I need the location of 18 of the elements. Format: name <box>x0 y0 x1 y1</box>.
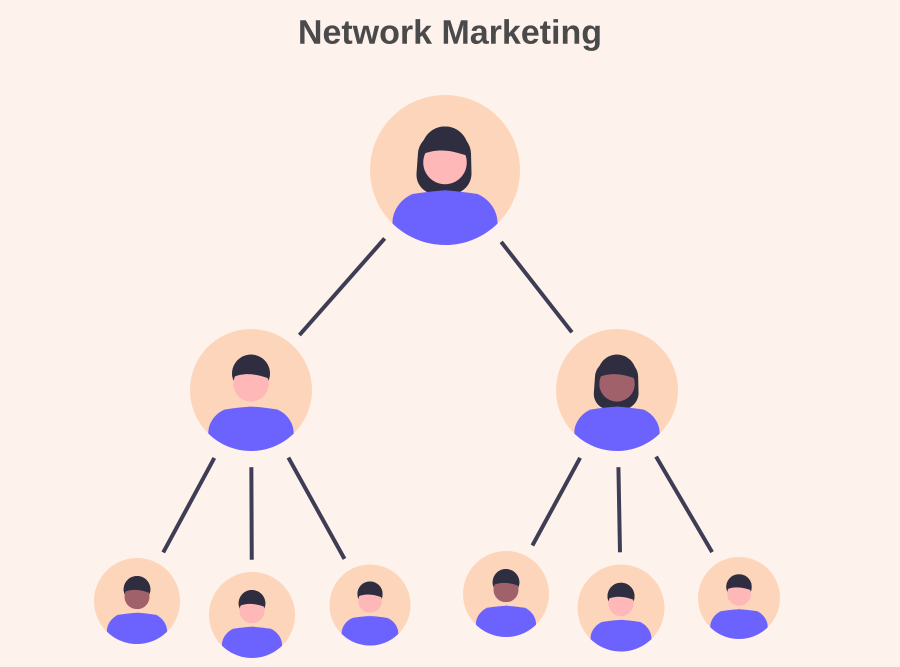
connector-line <box>298 237 386 336</box>
avatar <box>463 551 549 637</box>
title: Network Marketing <box>300 19 600 51</box>
avatar <box>330 564 410 646</box>
connector-line <box>530 456 582 546</box>
avatar <box>556 329 678 451</box>
avatar <box>578 564 664 652</box>
connector-line <box>654 456 714 554</box>
avatar <box>370 95 520 245</box>
avatar <box>190 329 312 451</box>
connector-line <box>616 467 622 552</box>
avatar <box>698 557 780 639</box>
connector-line <box>286 456 346 560</box>
connector-line <box>249 467 254 560</box>
connector-line <box>500 240 574 334</box>
connector-line <box>161 456 216 554</box>
avatar <box>209 572 295 658</box>
avatar <box>94 558 180 644</box>
